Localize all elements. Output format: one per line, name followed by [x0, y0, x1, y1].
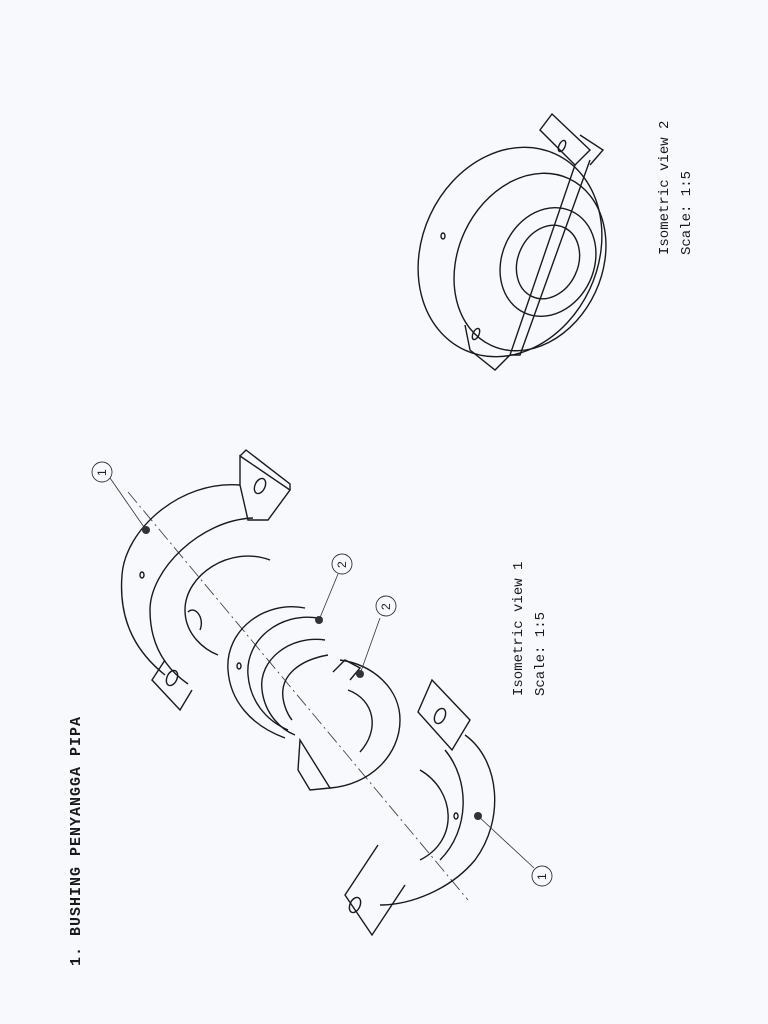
- balloon-1-lower: [531, 865, 553, 887]
- upper-bushing-half: 2: [227, 553, 353, 739]
- svg-text:2: 2: [335, 561, 349, 568]
- svg-text:1: 1: [95, 469, 109, 476]
- balloon-2-upper: [331, 553, 353, 575]
- upper-housing-half: 1: [91, 449, 291, 712]
- assembled-bushing: [417, 112, 607, 371]
- svg-text:2: 2: [379, 603, 393, 610]
- center-axis-line: [127, 491, 469, 901]
- lower-housing-half: 1: [344, 678, 553, 937]
- balloon-2-lower: [375, 595, 397, 617]
- balloon-1-upper: [91, 461, 113, 483]
- svg-text:1: 1: [535, 873, 549, 880]
- lower-bushing-half: 2: [297, 595, 401, 791]
